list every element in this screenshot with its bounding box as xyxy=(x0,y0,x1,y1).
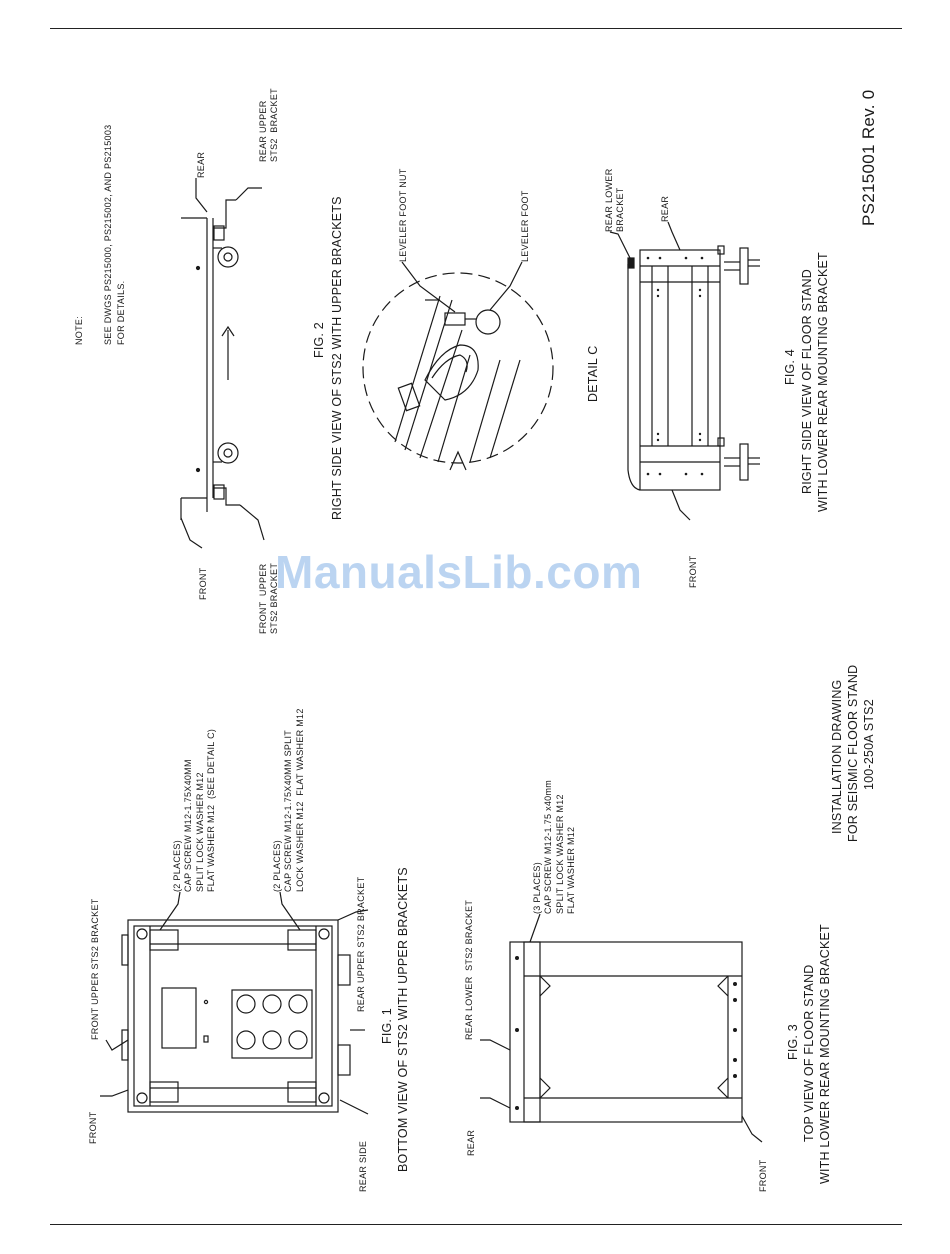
fig4-label-rear-lower-bracket: REAR LOWER BRACKET xyxy=(604,168,626,232)
fig2-label-rear-upper-bracket: REAR UPPER STS2 BRACKET xyxy=(258,88,280,162)
fig2-caption: RIGHT SIDE VIEW OF STS2 WITH UPPER BRACK… xyxy=(330,196,344,520)
fig1-label-front-upper-bracket: FRONT UPPER STS2 BRACKET xyxy=(90,898,100,1040)
fig2-label-front: FRONT xyxy=(198,567,208,601)
document-number: PS215001 Rev. 0 xyxy=(859,89,878,227)
detail-c-title: DETAIL C xyxy=(586,345,600,402)
fig2-label-rear: REAR xyxy=(196,151,206,178)
fig1-callout-rear-places: (2 PLACES) CAP SCREW M12-1.75X40MM SPLIT… xyxy=(272,708,305,892)
fig3-label-rear: REAR xyxy=(466,1129,476,1156)
fig4-drawing xyxy=(609,221,760,521)
fig3-caption-line-2: WITH LOWER REAR MOUNTING BRACKET xyxy=(818,924,832,1184)
note-line-2: FOR DETAILS. xyxy=(116,280,126,345)
fig3-caption-number: FIG. 3 xyxy=(786,1024,800,1060)
fig1-caption: BOTTOM VIEW OF STS2 WITH UPPER BRACKETS xyxy=(396,867,410,1172)
detail-c-label-leveler-foot-nut: LEVELER FOOT NUT xyxy=(398,168,408,262)
fig4-caption-number: FIG. 4 xyxy=(783,349,797,385)
title-block-line-3: 100-250A STS2 xyxy=(862,699,876,790)
fig2-drawing xyxy=(180,178,265,549)
fig1-drawing xyxy=(100,891,369,1115)
fig1-callout-front-places: (2 PLACES) CAP SCREW M12-1.75X40MM SPLIT… xyxy=(172,728,216,892)
fig4-label-rear: REAR xyxy=(660,195,670,222)
title-block-line-2: FOR SEISMIC FLOOR STAND xyxy=(846,664,860,842)
fig4-caption-line-1: RIGHT SIDE VIEW OF FLOOR STAND xyxy=(800,268,814,494)
fig3-drawing xyxy=(480,913,763,1143)
detail-c-drawing xyxy=(362,261,554,471)
fig4-caption-line-2: WITH LOWER REAR MOUNTING BRACKET xyxy=(816,252,830,512)
fig3-label-rear-lower-bracket: REAR LOWER STS2 BRACKET xyxy=(464,899,474,1040)
bottom-rule xyxy=(50,1224,902,1225)
watermark: ManualsLib.com xyxy=(275,546,643,598)
fig3-label-front: FRONT xyxy=(758,1159,768,1193)
note-line-1: SEE DWGS PS215000, PS215002, AND PS21500… xyxy=(103,124,113,345)
fig4-label-front: FRONT xyxy=(688,555,698,589)
note-title: NOTE: xyxy=(74,315,84,345)
fig1-label-rear-upper-bracket: REAR UPPER STS2 BRACKET xyxy=(356,876,366,1012)
top-rule xyxy=(50,28,902,29)
fig1-caption-number: FIG. 1 xyxy=(380,1008,394,1044)
fig3-callout-places: (3 PLACES) CAP SCREW M12-1.75 x40mm SPLI… xyxy=(532,779,576,914)
detail-c-label-leveler-foot: LEVELER FOOT xyxy=(520,190,530,262)
fig1-label-rear-side: REAR SIDE xyxy=(358,1140,368,1192)
fig2-caption-number: FIG. 2 xyxy=(312,322,326,358)
title-block-line-1: INSTALLATION DRAWING xyxy=(830,679,844,834)
fig3-caption-line-1: TOP VIEW OF FLOOR STAND xyxy=(802,964,816,1142)
fig1-label-front: FRONT xyxy=(88,1111,98,1145)
